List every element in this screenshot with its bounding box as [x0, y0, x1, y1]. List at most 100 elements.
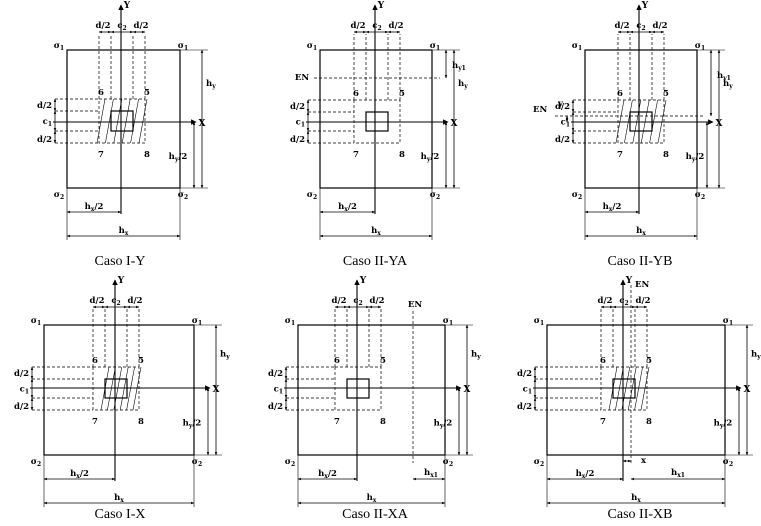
label-c2: c2 [117, 21, 126, 32]
corner-7: 7 [334, 417, 340, 427]
critical-perimeter [600, 366, 648, 411]
column [365, 111, 389, 132]
label-hx2: hx/2 [338, 202, 357, 213]
y-axis-label: Y [123, 1, 131, 11]
corner-5: 5 [646, 356, 652, 366]
sigma-top-right: σ1 [178, 41, 188, 52]
slab-outline [66, 49, 181, 189]
label-hx: hx [119, 226, 129, 237]
label-d2: d/2 [96, 21, 111, 31]
hatch-line [624, 99, 633, 144]
slab-outline [546, 324, 726, 456]
corner-6: 6 [617, 89, 623, 99]
label-hy1: hy1 [452, 61, 466, 72]
sigma-bottom-right: σ2 [178, 190, 188, 201]
label-hx: hx [636, 226, 646, 237]
critical-perimeter [98, 98, 146, 144]
label-d2: d/2 [268, 369, 283, 379]
corner-8: 8 [399, 150, 405, 160]
label-d2: d/2 [128, 296, 143, 306]
y-axis-label: Y [359, 276, 367, 286]
label-hx2: hx/2 [318, 469, 337, 480]
hatch-line [608, 366, 618, 411]
corner-6: 6 [98, 88, 104, 98]
column [629, 111, 653, 132]
label-hy2: hy/2 [714, 419, 733, 430]
panel-caption: Caso I-Y [95, 254, 146, 269]
label-c2: c2 [353, 296, 362, 307]
label-hy2: hy/2 [421, 152, 440, 163]
label-c1: c1 [20, 385, 29, 396]
hatch-line [138, 98, 148, 144]
critical-perimeter [92, 366, 140, 411]
label-d2: d/2 [555, 135, 570, 145]
panel-caption: Caso II-YB [608, 254, 673, 269]
hatch-line [107, 366, 116, 411]
label-hy: hy [206, 79, 216, 90]
label-hx2: hx/2 [70, 469, 89, 480]
sigma-top-right: σ1 [430, 41, 440, 52]
label-hy2: hy/2 [169, 152, 188, 163]
corner-7: 7 [92, 417, 98, 427]
hatch-line [100, 366, 110, 411]
label-hy2: hy/2 [434, 419, 453, 430]
label-d2: d/2 [14, 369, 29, 379]
label-ey: y [557, 99, 564, 109]
hatch-line [615, 366, 624, 411]
hatch-line [130, 98, 139, 144]
label-en: EN [295, 73, 309, 83]
label-en: EN [533, 105, 547, 115]
panel-caption: Caso I-X [95, 507, 146, 522]
corner-7: 7 [617, 150, 623, 160]
hatch-line [627, 366, 637, 411]
label-en: EN [635, 280, 649, 290]
label-hy: hy [458, 79, 468, 90]
hatch-line [105, 98, 114, 144]
corner-7: 7 [98, 150, 104, 160]
panel-caption: Caso II-XB [608, 507, 673, 522]
column [110, 110, 134, 132]
critical-perimeter [617, 99, 665, 144]
label-c1: c1 [274, 385, 283, 396]
label-c2: c2 [111, 296, 120, 307]
label-d2: d/2 [598, 296, 613, 306]
label-d2: d/2 [351, 21, 366, 31]
label-d2: d/2 [517, 402, 532, 412]
label-hx1: hx1 [424, 468, 438, 479]
label-hy2: hy/2 [183, 419, 202, 430]
label-hy: hy [471, 350, 481, 361]
hatch-line [132, 366, 142, 411]
label-d2: d/2 [332, 296, 347, 306]
label-hx2: hx/2 [85, 202, 104, 213]
label-hy: hy [723, 79, 733, 90]
label-hx2: hx/2 [576, 469, 595, 480]
label-hx: hx [631, 493, 641, 504]
label-hx: hx [114, 493, 124, 504]
hatch-line [632, 99, 642, 144]
corner-8: 8 [646, 417, 652, 427]
column [346, 378, 370, 399]
hatch-line [113, 366, 123, 411]
hatch-line [640, 99, 650, 144]
label-d2: d/2 [290, 135, 305, 145]
hatch-line [119, 366, 129, 411]
hatch-line [634, 366, 643, 411]
sigma-bottom-right: σ2 [443, 457, 453, 468]
label-d2: d/2 [268, 402, 283, 412]
corner-8: 8 [380, 417, 386, 427]
label-hx2: hx/2 [603, 202, 622, 213]
critical-perimeter [353, 99, 401, 144]
y-axis-label: Y [625, 276, 633, 286]
slab-outline [319, 49, 433, 189]
hatch-line [657, 99, 667, 144]
hatch-line [640, 366, 650, 411]
sigma-bottom-right: σ2 [192, 457, 202, 468]
label-ex: x [641, 456, 647, 466]
sigma-top-right: σ1 [443, 316, 453, 327]
